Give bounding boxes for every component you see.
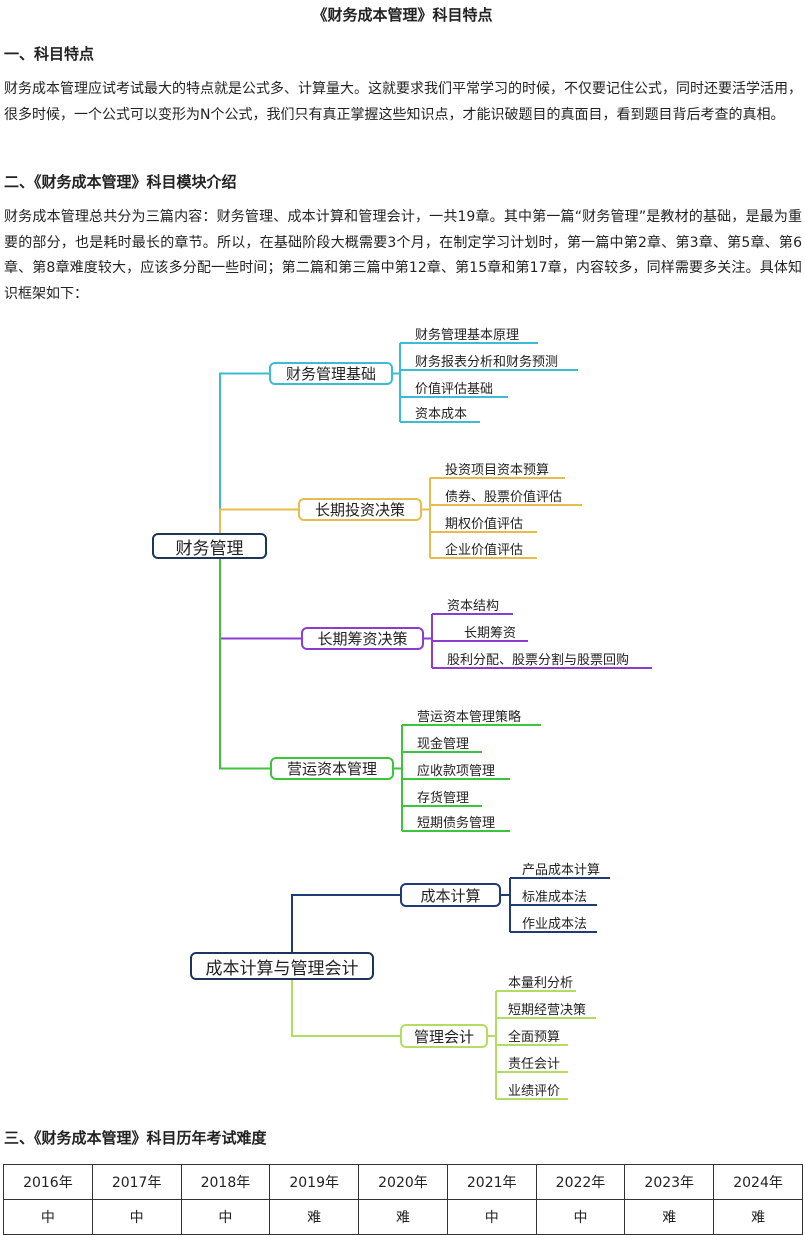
mindmap-leaf: 业绩评价 [508, 1084, 561, 1099]
mindmap-leaf: 债券、股票价值评估 [445, 490, 563, 505]
mindmap-branch: 成本计算 [400, 883, 501, 907]
difficulty-cell: 中 [535, 1199, 626, 1235]
difficulty-cell: 中 [91, 1199, 182, 1235]
section1-heading: 一、科目特点 [4, 45, 95, 63]
year-cell: 2018年 [180, 1164, 271, 1200]
mindmap-leaf: 财务管理基本原理 [415, 328, 520, 343]
difficulty-cell: 难 [269, 1199, 360, 1235]
mindmap-leaf: 短期债务管理 [417, 816, 496, 831]
section2-paragraph: 财务成本管理总共分为三篇内容：财务管理、成本计算和管理会计，一共19章。其中第一… [4, 209, 802, 302]
mindmap-leaf: 营运资本管理策略 [417, 710, 522, 725]
year-cell: 2020年 [358, 1164, 448, 1200]
difficulty-cell: 难 [358, 1199, 448, 1235]
year-cell: 2017年 [91, 1164, 182, 1200]
mindmap-branch: 管理会计 [400, 1024, 488, 1048]
mindmap-leaf: 股利分配、股票分割与股票回购 [447, 653, 630, 668]
section1-paragraph: 财务成本管理应试考试最大的特点就是公式多、计算量大。这就要求我们平常学习的时候，… [4, 81, 802, 123]
mindmap-branch: 营运资本管理 [270, 757, 394, 780]
mindmap-leaf: 期权价值评估 [445, 517, 524, 532]
difficulty-cell: 中 [180, 1199, 271, 1235]
section2-heading: 二、《财务成本管理》科目模块介绍 [4, 173, 237, 191]
mindmap-branch: 财务管理基础 [269, 362, 393, 385]
mindmap-leaf: 投资项目资本预算 [445, 463, 550, 478]
difficulty-cell: 中 [3, 1199, 93, 1235]
connector-line [291, 966, 400, 1037]
mindmap-leaf: 资本成本 [415, 407, 468, 422]
mindmap-branch: 长期筹资决策 [301, 627, 424, 650]
mindmap-root: 成本计算与管理会计 [190, 952, 374, 980]
difficulty-row: 中中中难难中中难难 [3, 1199, 803, 1235]
mindmap-leaf: 企业价值评估 [445, 543, 524, 558]
year-cell: 2023年 [624, 1164, 715, 1200]
mindmap-branch: 长期投资决策 [298, 498, 422, 521]
difficulty-cell: 难 [713, 1199, 803, 1235]
connector-line [219, 546, 270, 770]
mindmap-leaf: 应收款项管理 [417, 764, 496, 779]
mindmap-leaf: 作业成本法 [522, 917, 588, 932]
mindmap-leaf: 资本结构 [447, 599, 500, 614]
mindmap-leaf: 短期经营决策 [508, 1003, 587, 1018]
difficulty-cell: 中 [446, 1199, 537, 1235]
difficulty-cell: 难 [624, 1199, 715, 1235]
connector-line [291, 894, 400, 966]
mindmap-root: 财务管理 [152, 533, 267, 559]
year-cell: 2016年 [3, 1164, 93, 1200]
year-cell: 2022年 [535, 1164, 626, 1200]
section3-heading: 三、《财务成本管理》科目历年考试难度 [4, 1129, 267, 1147]
page-title: 《财务成本管理》科目特点 [312, 6, 493, 24]
year-cell: 2019年 [269, 1164, 360, 1200]
mindmap-leaf: 存货管理 [417, 791, 470, 806]
mindmap-leaf: 财务报表分析和财务预测 [415, 355, 559, 370]
mindmap-leaf: 本量利分析 [508, 976, 574, 991]
connector-line [219, 372, 269, 546]
mindmap-leaf: 现金管理 [417, 737, 470, 752]
mindmap-leaf: 产品成本计算 [522, 863, 601, 878]
mindmap-leaf: 价值评估基础 [415, 382, 494, 397]
mindmap-leaf: 标准成本法 [522, 890, 588, 905]
connector-line [219, 546, 301, 640]
mindmap-leaf: 长期筹资 [464, 626, 517, 641]
year-cell: 2024年 [713, 1164, 803, 1200]
year-cell: 2021年 [446, 1164, 537, 1200]
mindmap-leaf: 全面预算 [508, 1030, 561, 1045]
mindmap-leaf: 责任会计 [508, 1057, 561, 1072]
